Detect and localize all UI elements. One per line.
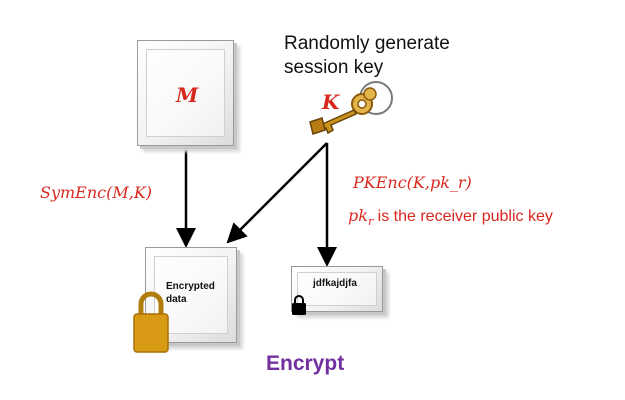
ciphertext-document: jdfkajdjfa	[291, 266, 383, 312]
message-document-inner	[146, 49, 225, 137]
encrypt-title: Encrypt	[266, 352, 345, 375]
encrypted-data-label: Encrypted data	[166, 281, 215, 305]
sym-enc-label: SymEnc(M,K)	[40, 183, 153, 202]
pk-symbol: pk	[348, 206, 368, 225]
session-key-caption: Randomly generate session key	[284, 33, 450, 78]
arrow-key-to-encrypted	[226, 142, 328, 244]
padlock-icon	[133, 291, 169, 353]
small-padlock-icon	[292, 295, 306, 315]
pk-note: pkr is the receiver public key	[348, 206, 553, 228]
ciphertext-document-inner	[297, 272, 377, 306]
pk-enc-label: PKEnc(K,pk_r)	[353, 173, 472, 192]
encrypted-data-document-inner	[154, 256, 228, 334]
key-label: K	[322, 90, 340, 114]
key-icon	[309, 81, 393, 135]
pk-note-text: is the receiver public key	[373, 208, 553, 225]
pk-subscript: r	[367, 215, 374, 229]
message-document: M	[137, 40, 234, 146]
ciphertext-label: jdfkajdjfa	[313, 278, 357, 289]
message-label: M	[176, 83, 199, 107]
